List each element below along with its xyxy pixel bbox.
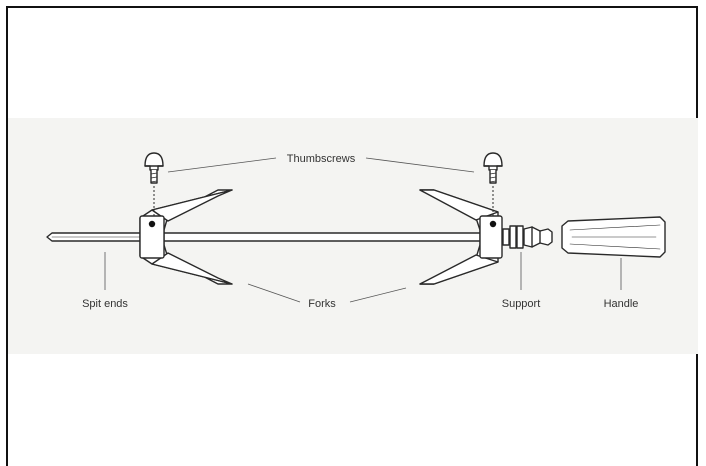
support	[502, 225, 553, 249]
handle	[561, 216, 666, 258]
thumbscrew-left	[144, 152, 164, 184]
label-forks: Forks	[308, 298, 336, 310]
leader-forks-right	[349, 287, 407, 303]
label-thumbscrews: Thumbscrews	[287, 153, 356, 165]
label-handle: Handle	[604, 298, 639, 310]
right-fork	[419, 189, 503, 285]
leader-thumbscrews-left	[167, 157, 277, 173]
leader-forks-left	[247, 283, 301, 303]
thumbscrew-right	[483, 152, 503, 184]
label-spit-ends: Spit ends	[82, 298, 128, 310]
label-support: Support	[502, 298, 541, 310]
left-fork	[139, 189, 233, 285]
leader-thumbscrews-right	[365, 157, 475, 173]
spit-rod	[46, 232, 513, 242]
